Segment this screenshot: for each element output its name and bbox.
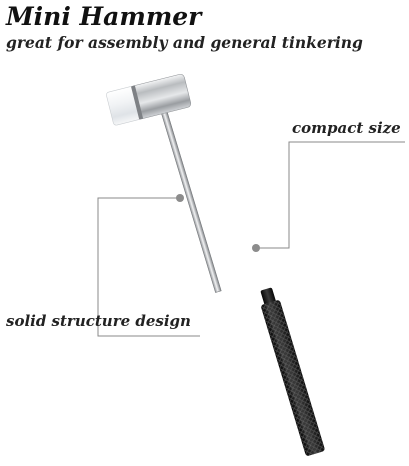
product-subtitle: great for assembly and general tinkering xyxy=(6,33,363,52)
callout-compact-size: compact size xyxy=(292,119,401,137)
solid-structure-leader xyxy=(97,194,200,337)
callout-solid-structure: solid structure design xyxy=(6,312,191,330)
hammer-grip xyxy=(260,287,325,456)
product-title: Mini Hammer xyxy=(6,2,202,31)
compact-size-leader xyxy=(252,141,405,252)
hammer-head xyxy=(106,73,192,126)
